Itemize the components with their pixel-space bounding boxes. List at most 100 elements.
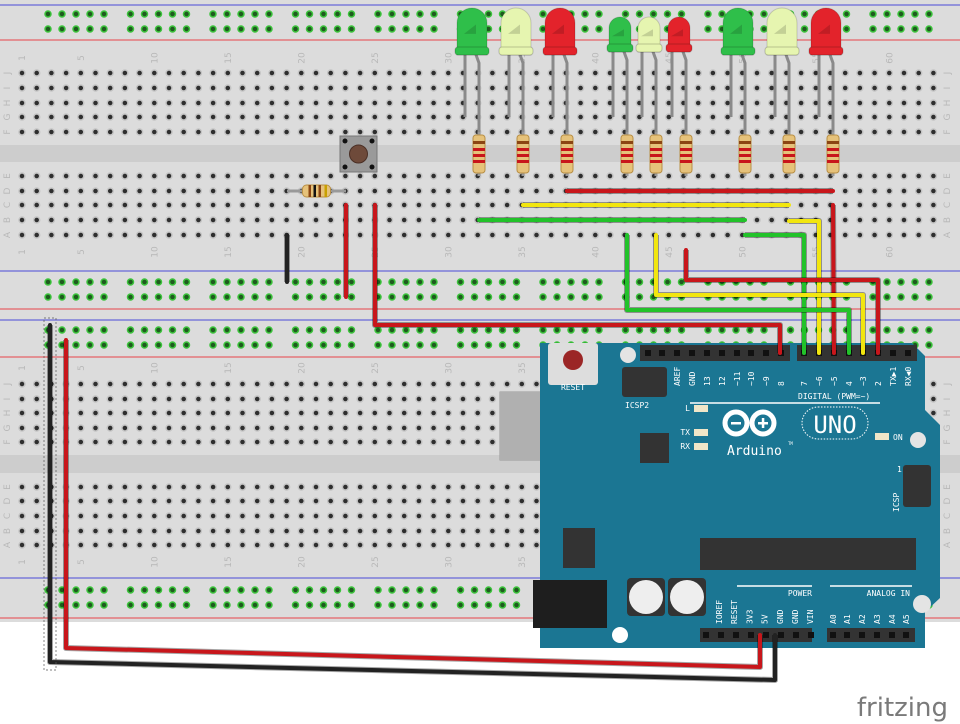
breadboard-hole[interactable] [253,380,261,388]
rail-hole[interactable] [100,25,108,33]
breadboard-hole[interactable] [121,438,129,446]
breadboard-hole[interactable] [135,527,144,535]
rail-hole[interactable] [305,601,314,609]
breadboard-hole[interactable] [91,84,100,92]
rail-hole[interactable] [209,278,217,286]
breadboard-hole[interactable] [415,497,423,505]
rail-hole[interactable] [402,278,410,286]
breadboard-hole[interactable] [385,527,394,535]
breadboard-hole[interactable] [459,512,467,520]
rail-hole[interactable] [663,278,672,286]
breadboard-hole[interactable] [665,231,673,239]
breadboard-hole[interactable] [371,380,379,388]
rail-hole[interactable] [223,326,231,334]
breadboard-hole[interactable] [179,483,188,491]
breadboard-hole[interactable] [135,497,144,505]
breadboard-hole[interactable] [635,231,644,239]
breadboard-hole[interactable] [606,128,614,136]
breadboard-hole[interactable] [312,483,320,491]
rail-hole[interactable] [100,10,108,18]
breadboard-hole[interactable] [900,201,908,209]
breadboard-hole[interactable] [547,187,555,195]
breadboard-hole[interactable] [18,172,26,180]
breadboard-hole[interactable] [753,113,761,121]
breadboard-hole[interactable] [459,380,467,388]
breadboard-hole[interactable] [297,424,306,432]
breadboard-hole[interactable] [121,231,129,239]
breadboard-hole[interactable] [268,84,276,92]
breadboard-hole[interactable] [91,409,100,417]
breadboard-hole[interactable] [150,84,159,92]
rail-hole[interactable] [470,601,479,609]
header-pin[interactable] [734,350,740,356]
breadboard-hole[interactable] [841,201,849,209]
rail-hole[interactable] [126,25,135,33]
rail-hole[interactable] [237,25,245,33]
breadboard-hole[interactable] [253,541,261,549]
breadboard-hole[interactable] [32,99,41,107]
rail-hole[interactable] [704,25,712,33]
rail-hole[interactable] [209,25,217,33]
breadboard-hole[interactable] [856,187,864,195]
header-pin[interactable] [733,632,739,638]
rail-hole[interactable] [86,278,94,286]
breadboard-hole[interactable] [841,231,849,239]
breadboard-hole[interactable] [341,541,350,549]
rail-hole[interactable] [305,341,314,349]
breadboard-hole[interactable] [121,483,129,491]
breadboard-hole[interactable] [488,380,497,388]
breadboard-hole[interactable] [547,231,555,239]
breadboard-hole[interactable] [224,380,232,388]
breadboard-hole[interactable] [870,231,879,239]
header-pin[interactable] [844,632,850,638]
rail-hole[interactable] [265,326,273,334]
breadboard-hole[interactable] [150,187,159,195]
breadboard-hole[interactable] [473,497,482,505]
breadboard-hole[interactable] [429,69,438,77]
breadboard-hole[interactable] [444,483,453,491]
breadboard-hole[interactable] [459,216,467,224]
rail-hole[interactable] [100,326,108,334]
breadboard-hole[interactable] [929,395,938,403]
breadboard-hole[interactable] [106,380,114,388]
rail-hole[interactable] [456,601,465,609]
header-pin[interactable] [903,632,909,638]
breadboard-hole[interactable] [91,128,100,136]
breadboard-hole[interactable] [282,113,291,121]
rail-hole[interactable] [305,586,314,594]
breadboard-hole[interactable] [238,527,247,535]
rail-hole[interactable] [223,10,231,18]
breadboard-hole[interactable] [268,438,276,446]
breadboard-hole[interactable] [356,438,364,446]
breadboard-hole[interactable] [179,541,188,549]
breadboard-hole[interactable] [371,438,379,446]
breadboard-hole[interactable] [91,380,100,388]
rail-hole[interactable] [251,278,259,286]
breadboard-hole[interactable] [576,128,585,136]
breadboard-hole[interactable] [488,99,497,107]
breadboard-hole[interactable] [870,201,879,209]
rail-hole[interactable] [126,586,135,594]
breadboard-hole[interactable] [150,512,159,520]
breadboard-hole[interactable] [268,395,276,403]
breadboard-hole[interactable] [179,497,188,505]
breadboard-hole[interactable] [253,187,261,195]
breadboard-hole[interactable] [224,187,232,195]
breadboard-hole[interactable] [473,527,482,535]
breadboard-hole[interactable] [268,483,276,491]
rail-hole[interactable] [291,586,300,594]
breadboard-hole[interactable] [356,69,364,77]
breadboard-hole[interactable] [429,113,438,121]
rail-hole[interactable] [539,278,547,286]
breadboard-hole[interactable] [194,380,203,388]
breadboard-hole[interactable] [297,128,306,136]
rail-hole[interactable] [291,293,300,301]
breadboard-hole[interactable] [253,424,261,432]
breadboard-hole[interactable] [106,527,114,535]
rail-hole[interactable] [305,25,314,33]
breadboard-hole[interactable] [238,483,247,491]
breadboard-hole[interactable] [282,424,291,432]
breadboard-hole[interactable] [209,216,217,224]
rail-hole[interactable] [168,326,177,334]
breadboard-hole[interactable] [91,541,100,549]
